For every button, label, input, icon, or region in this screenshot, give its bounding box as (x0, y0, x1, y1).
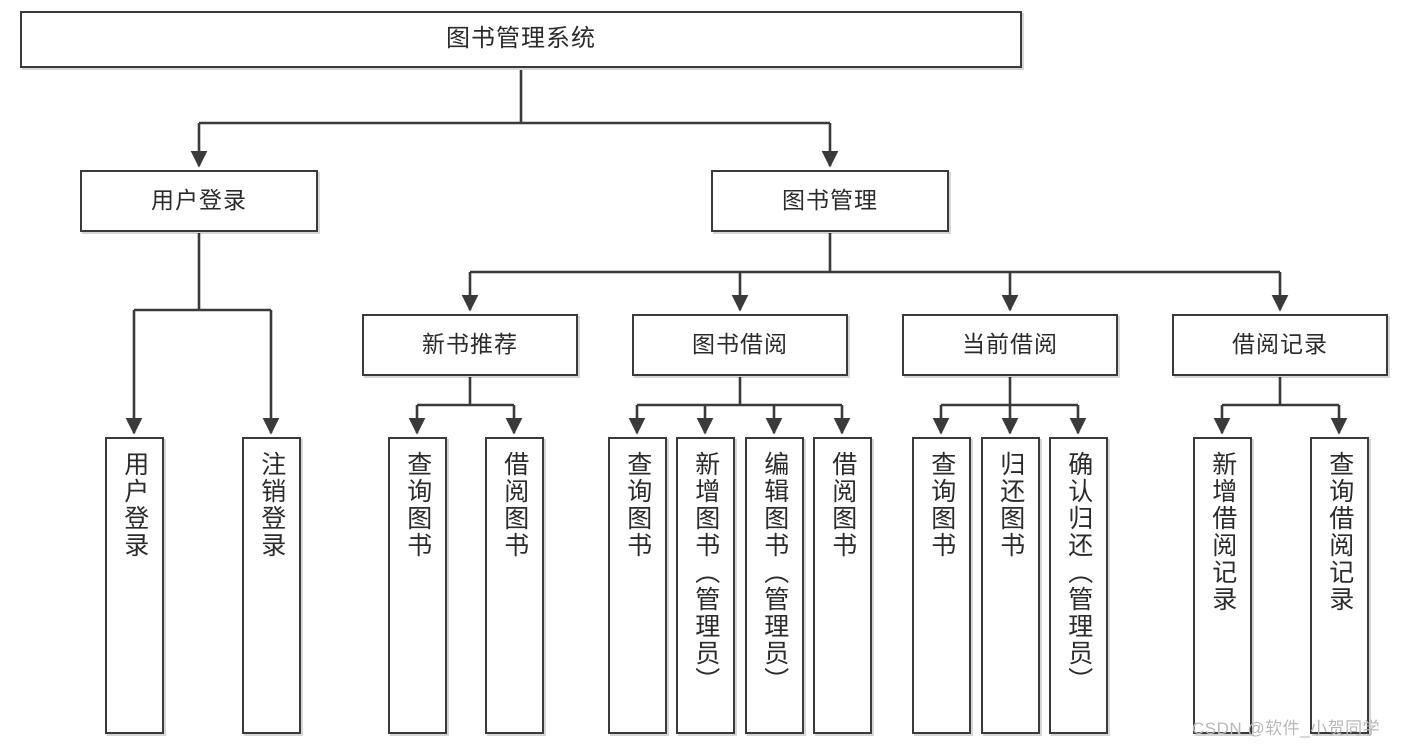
node-label: 借阅图书 (500, 451, 529, 559)
node-leaf-confirm-return[interactable]: 确认归还（管理员） (1049, 437, 1108, 734)
node-label: 注销登录 (257, 451, 286, 559)
node-label: 查询图书 (623, 451, 652, 559)
node-label: 归还图书 (996, 451, 1025, 559)
node-label: 图书管理系统 (446, 25, 596, 53)
node-label: 新书推荐 (422, 331, 518, 358)
node-label: 新增借阅记录 (1208, 451, 1237, 613)
node-label: 确认归还（管理员） (1064, 451, 1093, 694)
node-leaf-add-book[interactable]: 新增图书（管理员） (676, 437, 735, 734)
edges-user-login (125, 233, 280, 435)
node-label: 当前借阅 (962, 331, 1058, 358)
node-label: 借阅记录 (1232, 331, 1328, 358)
node-label: 查询图书 (403, 451, 432, 559)
node-leaf-user-login[interactable]: 用户登录 (105, 437, 164, 734)
edges-book-borrow (628, 377, 851, 435)
node-user-login[interactable]: 用户登录 (80, 170, 318, 232)
edges-current-borrow (932, 377, 1087, 435)
node-new-book-recommend[interactable]: 新书推荐 (362, 314, 578, 376)
node-label: 用户登录 (151, 187, 247, 214)
edges-new-book-rec (408, 377, 523, 435)
edges-book-manage (461, 233, 1289, 312)
node-label: 借阅图书 (828, 451, 857, 559)
edges-root (190, 70, 839, 168)
node-borrow-record[interactable]: 借阅记录 (1172, 314, 1388, 376)
node-leaf-borrow-book-b[interactable]: 借阅图书 (813, 437, 872, 734)
node-leaf-return-book[interactable]: 归还图书 (981, 437, 1040, 734)
node-label: 查询借阅记录 (1325, 451, 1354, 613)
node-label: 用户登录 (120, 451, 149, 559)
node-leaf-edit-book[interactable]: 编辑图书（管理员） (745, 437, 804, 734)
node-root-system[interactable]: 图书管理系统 (20, 11, 1022, 68)
node-label: 查询图书 (927, 451, 956, 559)
node-leaf-borrow-book-a[interactable]: 借阅图书 (485, 437, 544, 734)
node-leaf-query-record[interactable]: 查询借阅记录 (1310, 437, 1369, 734)
node-label: 图书管理 (782, 187, 878, 214)
node-leaf-query-book-a[interactable]: 查询图书 (388, 437, 447, 734)
node-label: 编辑图书（管理员） (760, 451, 789, 694)
edges-borrow-record (1213, 377, 1348, 435)
node-book-management[interactable]: 图书管理 (711, 170, 949, 232)
node-label: 图书借阅 (692, 331, 788, 358)
node-leaf-logout[interactable]: 注销登录 (242, 437, 301, 734)
node-leaf-query-book-c[interactable]: 查询图书 (912, 437, 971, 734)
node-book-borrow[interactable]: 图书借阅 (632, 314, 848, 376)
node-label: 新增图书（管理员） (691, 451, 720, 694)
node-leaf-add-record[interactable]: 新增借阅记录 (1193, 437, 1252, 734)
node-current-borrow[interactable]: 当前借阅 (902, 314, 1118, 376)
watermark: CSDN @软件_小贺同学 (1192, 719, 1381, 738)
node-leaf-query-book-b[interactable]: 查询图书 (608, 437, 667, 734)
